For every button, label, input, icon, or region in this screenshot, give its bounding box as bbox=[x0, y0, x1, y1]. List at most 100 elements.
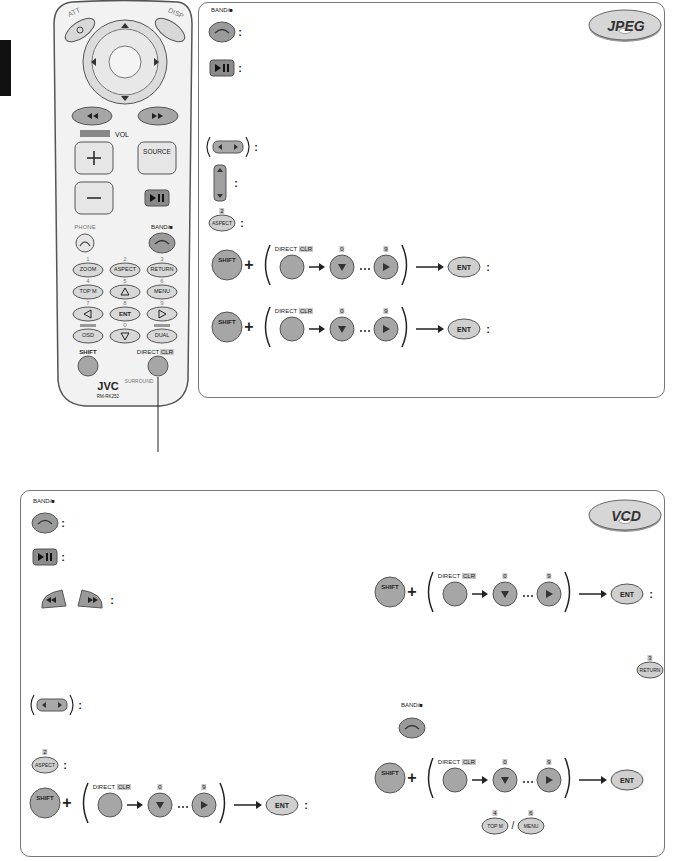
button-label: SHIFT bbox=[218, 257, 235, 263]
button-label: 2 bbox=[42, 749, 47, 755]
button bbox=[110, 329, 140, 343]
line-art bbox=[472, 593, 483, 595]
arrow-symbol bbox=[88, 597, 93, 603]
arrow-symbol bbox=[51, 597, 56, 603]
pause-symbol bbox=[162, 194, 164, 202]
button bbox=[37, 699, 67, 711]
pause-symbol bbox=[227, 64, 229, 72]
button-label: ENT bbox=[457, 264, 471, 271]
button bbox=[280, 317, 304, 341]
arrow-symbol bbox=[383, 325, 390, 333]
button bbox=[75, 142, 113, 174]
dot bbox=[364, 330, 366, 332]
button-label: : bbox=[61, 552, 65, 563]
button-label: 9 bbox=[201, 784, 206, 790]
arrow-symbol bbox=[438, 263, 444, 271]
button-label: ENT bbox=[620, 591, 634, 598]
button bbox=[374, 255, 398, 279]
arrow-symbol bbox=[93, 597, 98, 603]
button bbox=[637, 662, 663, 678]
line-art bbox=[127, 804, 138, 806]
arrow-symbol bbox=[201, 801, 208, 809]
button-label: + bbox=[407, 584, 416, 600]
line-art bbox=[220, 783, 225, 823]
button-label: DUAL bbox=[155, 333, 170, 339]
line-art bbox=[429, 758, 434, 798]
button-label: SHIFT bbox=[218, 319, 235, 325]
line-art bbox=[207, 137, 210, 157]
arrow-symbol bbox=[38, 553, 44, 561]
button-label: 8 bbox=[123, 300, 126, 306]
dot bbox=[368, 330, 370, 332]
button bbox=[493, 582, 517, 606]
arrow-symbol bbox=[383, 263, 390, 271]
arrow-symbol bbox=[319, 325, 325, 333]
line-art bbox=[234, 804, 257, 806]
arrow-symbol bbox=[121, 333, 129, 340]
button bbox=[482, 818, 508, 834]
mode-panel: JPEG bbox=[198, 2, 665, 398]
arrow-symbol bbox=[42, 702, 46, 708]
arrow-symbol bbox=[501, 777, 509, 784]
arrow-symbol bbox=[482, 590, 488, 598]
dot bbox=[527, 781, 529, 783]
button-label: DIRECT bbox=[275, 308, 297, 314]
dot bbox=[523, 595, 525, 597]
button bbox=[443, 582, 467, 606]
button-label: SHIFT bbox=[381, 770, 398, 776]
button bbox=[147, 329, 177, 343]
button bbox=[448, 257, 480, 277]
button bbox=[72, 107, 112, 125]
arrow-symbol bbox=[156, 802, 164, 809]
button-label: RETURN bbox=[151, 267, 174, 273]
line-art bbox=[402, 307, 407, 347]
line-art bbox=[78, 590, 102, 608]
arrow-symbol bbox=[338, 326, 346, 333]
button-label: BAND/■ bbox=[211, 7, 233, 13]
pause-symbol bbox=[46, 553, 48, 561]
volume-bar bbox=[80, 130, 110, 137]
line-art bbox=[579, 593, 602, 595]
arrow-symbol bbox=[87, 113, 92, 119]
button-label: 0 bbox=[502, 573, 507, 579]
button-label: TOP M bbox=[79, 289, 96, 295]
button-label: / bbox=[512, 821, 515, 831]
arrow-symbol bbox=[601, 590, 607, 598]
button-label: : bbox=[63, 760, 67, 771]
arrow-symbol bbox=[154, 58, 159, 66]
button-label: MENU bbox=[524, 824, 539, 829]
arrow-symbol bbox=[234, 144, 238, 150]
d-pad bbox=[83, 20, 167, 104]
button-label: TOP M bbox=[487, 824, 503, 829]
line-art bbox=[266, 245, 271, 285]
arrow-symbol bbox=[546, 776, 553, 784]
button-label: : bbox=[240, 218, 244, 229]
button-label: : bbox=[61, 518, 65, 529]
button bbox=[32, 757, 58, 773]
button-label: SURROUND bbox=[125, 379, 154, 384]
button bbox=[212, 312, 242, 342]
button-label: ENT bbox=[275, 802, 289, 809]
button-label: : bbox=[110, 595, 114, 606]
button-label: 3 bbox=[647, 655, 652, 661]
button-label: 4 bbox=[86, 278, 89, 284]
color-bar bbox=[80, 324, 96, 327]
button-label: 9 bbox=[546, 759, 551, 765]
disc-icon bbox=[589, 500, 661, 530]
button-label: 0 bbox=[339, 308, 344, 314]
line-art bbox=[472, 779, 483, 781]
button-label: VOL bbox=[115, 131, 129, 138]
remote-body bbox=[54, 1, 192, 407]
button-label: SHIFT bbox=[381, 584, 398, 590]
dot bbox=[527, 595, 529, 597]
arrow-symbol bbox=[501, 591, 509, 598]
button bbox=[214, 165, 226, 201]
button-label: 9 bbox=[383, 246, 388, 252]
line-art bbox=[402, 245, 407, 285]
button-label: 6 bbox=[160, 278, 163, 284]
button-label: ENT bbox=[620, 777, 634, 784]
line-art bbox=[246, 137, 249, 157]
line-art bbox=[42, 590, 66, 608]
button-label: DIRECT bbox=[438, 759, 460, 765]
button bbox=[73, 329, 103, 343]
